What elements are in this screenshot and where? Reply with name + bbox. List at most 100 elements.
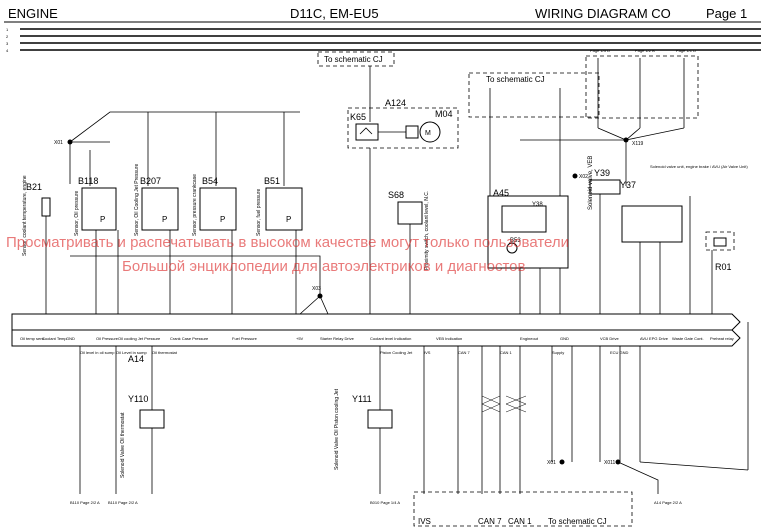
y37-valve-unit <box>621 205 683 243</box>
schematic-ref-box-right <box>468 72 600 118</box>
ecu-pin-label: Engineout <box>520 336 539 341</box>
page-ref-3[interactable]: Page 1/1 D <box>676 48 696 53</box>
ecu-pin-label: Crank Case Pressure <box>170 336 209 341</box>
rail-label-4: 4 <box>6 48 9 53</box>
ecu-pin-label-lower: ECU GND <box>610 350 629 355</box>
ecu-pin-label-lower: Supply <box>552 350 564 355</box>
b54-text: Sensor, pressure crankcase <box>192 174 198 236</box>
bottom-label-can1[interactable]: CAN 1 <box>508 517 532 526</box>
bottom-ref-4[interactable]: A14 Page 2/2 A <box>654 500 682 505</box>
label-b21: B21 <box>26 182 42 192</box>
sensor-b118: B118 P Sensor, Oil pressure <box>74 176 117 236</box>
label-b53: B53 <box>510 238 521 244</box>
y111-solenoid <box>367 409 393 429</box>
s68-switch <box>397 201 423 225</box>
ecu-pin-label: Preheat relay <box>710 336 734 341</box>
ecu-pin-label: VEB Indication <box>436 336 462 341</box>
ecu-pin-label-lower: Oil thermostat <box>152 350 178 355</box>
sensor-b54: B54 P Sensor, pressure crankcase <box>192 174 237 236</box>
label-y111: Y111 <box>352 394 372 404</box>
ecu-pin-label: Starter Relay Drive <box>320 336 355 341</box>
power-rails: 1 2 3 4 <box>6 27 761 53</box>
y39-valve-symbol <box>589 179 621 195</box>
sensor-b51: B51 P Sensor, fuel pressure <box>256 176 303 236</box>
ecu-pin-label: Coolant Temp <box>42 336 67 341</box>
rail-label-3: 3 <box>6 41 9 46</box>
ecu-pin-label-lower: CAN 1 <box>500 350 513 355</box>
svg-text:P: P <box>100 215 105 224</box>
y38-text: Solenoid valve, VEB <box>588 156 594 210</box>
label-b118: B118 <box>78 176 98 186</box>
schematic-ref-box-left <box>317 51 395 67</box>
ecu-pin-label: Oil Pressure <box>96 336 119 341</box>
ecu-pin-label-lower: Oil level in oil sump <box>80 350 115 355</box>
ecu-pin-label-lower: Oil Level in sump <box>116 350 147 355</box>
ecu-pin-label: Fuel Pressure <box>232 336 258 341</box>
header-model: D11C, EM-EU5 <box>290 6 379 21</box>
b21-sensor <box>41 197 51 217</box>
label-r01: R01 <box>715 262 732 272</box>
b118-text: Sensor, Oil pressure <box>74 190 80 236</box>
label-s68: S68 <box>388 190 404 200</box>
watermark-line-1: Просматривать и распечатывать в высоком … <box>6 234 570 251</box>
schematic-ref-left[interactable]: To schematic CJ <box>324 55 383 64</box>
ecu-pin-label: Coolant level Indication <box>370 336 411 341</box>
label-x01b: X01 <box>547 460 556 466</box>
svg-text:M: M <box>425 130 431 137</box>
label-x01: X01 <box>54 140 63 146</box>
rail-label-2: 2 <box>6 34 9 39</box>
schematic-ref-right[interactable]: To schematic CJ <box>486 75 545 84</box>
label-y37: Y37 <box>620 180 636 190</box>
k65-relay-symbol <box>355 123 379 141</box>
y110-text: Solenoid Valve Oil thermostat <box>120 412 126 478</box>
ecu-pin-label: VCB Drive <box>600 336 619 341</box>
label-x02: X02 <box>579 174 588 180</box>
ecu-pin-label-lower: IVS <box>424 350 431 355</box>
m04-motor-symbol <box>419 121 441 143</box>
ecu-pin-label: Waste Gate Cont. <box>672 336 704 341</box>
bottom-ref-3[interactable]: B010 Page 1/4 A <box>370 500 400 505</box>
label-b54: B54 <box>202 176 218 186</box>
bottom-label-ivs[interactable]: IVS <box>418 517 431 526</box>
label-x011: X011 <box>604 460 616 466</box>
ecu-pin-label: +5V <box>296 336 304 341</box>
page-ref-2[interactable]: Page 1/2 B <box>635 48 655 53</box>
label-x119: X119 <box>632 141 644 147</box>
label-a124: A124 <box>385 98 406 108</box>
y111-text: Solenoid Valve Oil Piston cooling Jet <box>334 388 340 470</box>
header-doc: WIRING DIAGRAM CO <box>535 6 671 21</box>
bottom-ref-1[interactable]: B110 Page 2/2 A <box>70 500 100 505</box>
r01-resistor <box>713 237 727 247</box>
label-m04: M04 <box>435 109 453 119</box>
label-x03: X03 <box>312 286 321 292</box>
rail-label-1: 1 <box>6 27 9 32</box>
ecu-pin-label-lower: CAN 7 <box>458 350 471 355</box>
page-ref-1[interactable]: Page 1/3 D <box>590 48 610 53</box>
ecu-connector-a <box>11 313 741 331</box>
label-y39: Y39 <box>594 168 610 178</box>
bottom-label-can7[interactable]: CAN 7 <box>478 517 502 526</box>
watermark-line-2: Большой энциклопедии для автоэлектриков … <box>122 258 526 275</box>
sensor-b207: B207 P Sensor, Oil Cooling Jet Pressure <box>134 164 179 236</box>
bottom-ref-2[interactable]: B110 Page 2/2 A <box>108 500 138 505</box>
bottom-ref-box <box>413 491 633 527</box>
ecu-pin-label: GND <box>560 336 569 341</box>
s68-text: Proximity switch, coolant level, N.C. <box>424 191 430 270</box>
b207-text: Sensor, Oil Cooling Jet Pressure <box>134 164 140 236</box>
schematic-ref-bottom[interactable]: To schematic CJ <box>548 517 607 526</box>
svg-text:P: P <box>286 215 291 224</box>
b51-text: Sensor, fuel pressure <box>256 189 262 236</box>
ecu-pin-label: AVU EPG Drive <box>640 336 669 341</box>
a124-box <box>347 107 459 149</box>
ecu-pin-label: GND <box>66 336 75 341</box>
label-y38: Y38 <box>532 202 543 208</box>
label-b207: B207 <box>140 176 161 186</box>
ecu-pin-label: Oil cooling Jet Pressure <box>118 336 161 341</box>
b21-text: Sensor, coolant temperature, engine <box>22 175 28 256</box>
label-k65: K65 <box>350 112 366 122</box>
label-b51: B51 <box>264 176 280 186</box>
ecu-pin-label: Oil temp sens <box>20 336 44 341</box>
